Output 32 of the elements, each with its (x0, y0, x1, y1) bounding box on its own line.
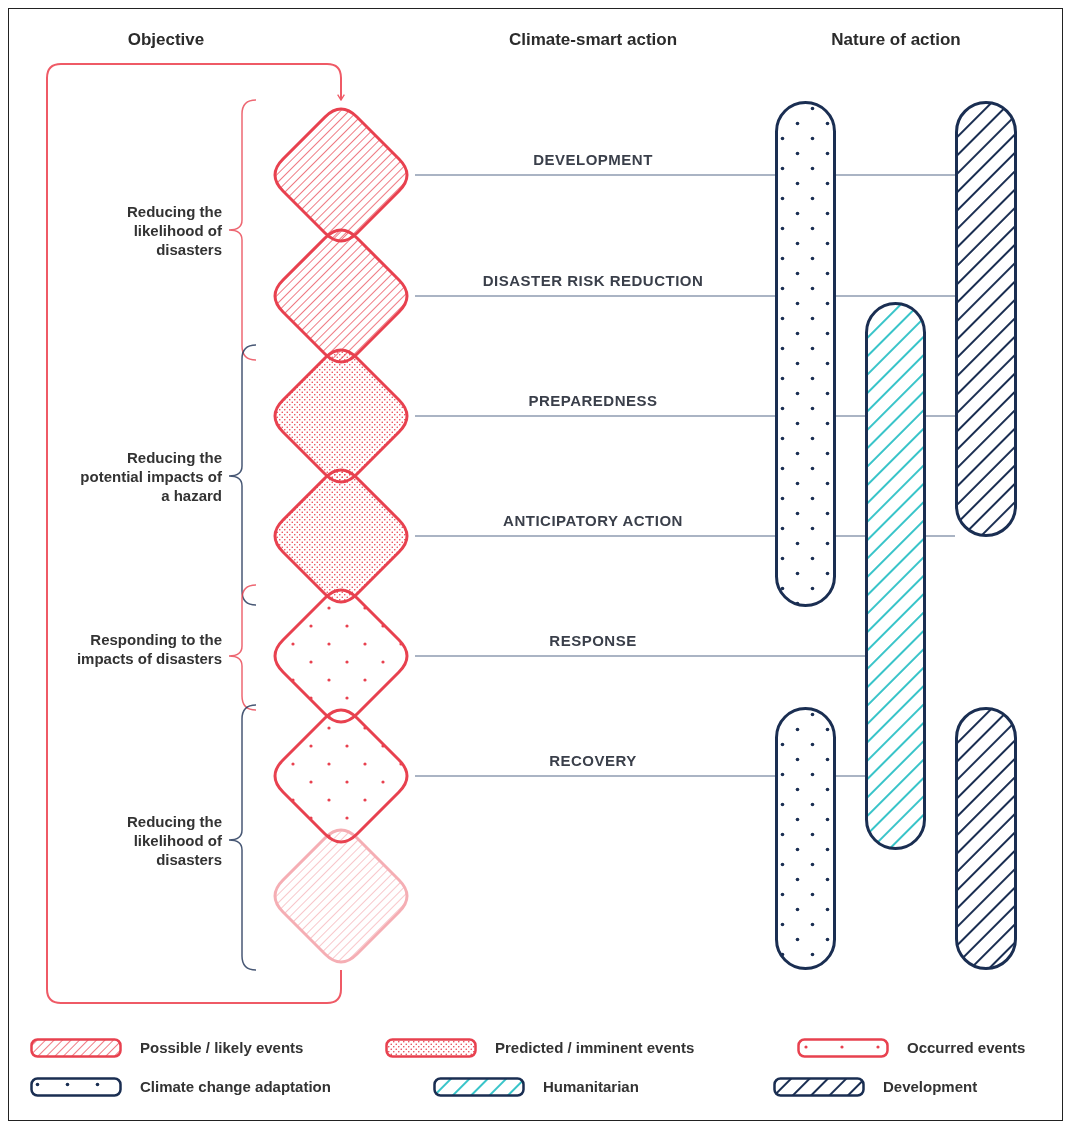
objective-label: Reducing the likelihood of disasters (126, 202, 222, 259)
legend-label: Humanitarian (543, 1078, 639, 1095)
connector-line (835, 174, 956, 176)
connector-line (414, 415, 776, 417)
legend-label: Predicted / imminent events (495, 1039, 695, 1056)
connector-line (414, 535, 776, 537)
legend-label: Occurred events (907, 1039, 1026, 1056)
connector-line (414, 295, 776, 297)
connector-line (835, 775, 866, 777)
objective-label: Responding to the impacts of disasters (75, 630, 222, 668)
connector-line (414, 775, 776, 777)
diamond (273, 828, 409, 964)
connector-line (414, 174, 776, 176)
connector-line (414, 655, 866, 657)
column-header: Nature of action (830, 30, 962, 50)
legend-label: Development (883, 1078, 978, 1095)
diamond (273, 708, 409, 844)
column-header: Objective (126, 30, 206, 50)
legend-label: Climate change adaptation (140, 1078, 331, 1095)
rounded-bar (865, 302, 926, 850)
legend-label: Possible / likely events (140, 1039, 304, 1056)
connector-line (835, 535, 866, 537)
connector-line (925, 535, 956, 537)
connector-line (835, 295, 956, 297)
connector-line (925, 415, 956, 417)
loop-arrow (46, 63, 345, 1004)
rounded-bar (775, 101, 836, 607)
objective-label: Reducing the potential impacts of a hazard (79, 448, 222, 505)
column-header: Climate-smart action (507, 30, 679, 50)
objective-label: Reducing the likelihood of disasters (126, 812, 222, 869)
rounded-bar (775, 707, 836, 970)
connector-line (835, 415, 866, 417)
